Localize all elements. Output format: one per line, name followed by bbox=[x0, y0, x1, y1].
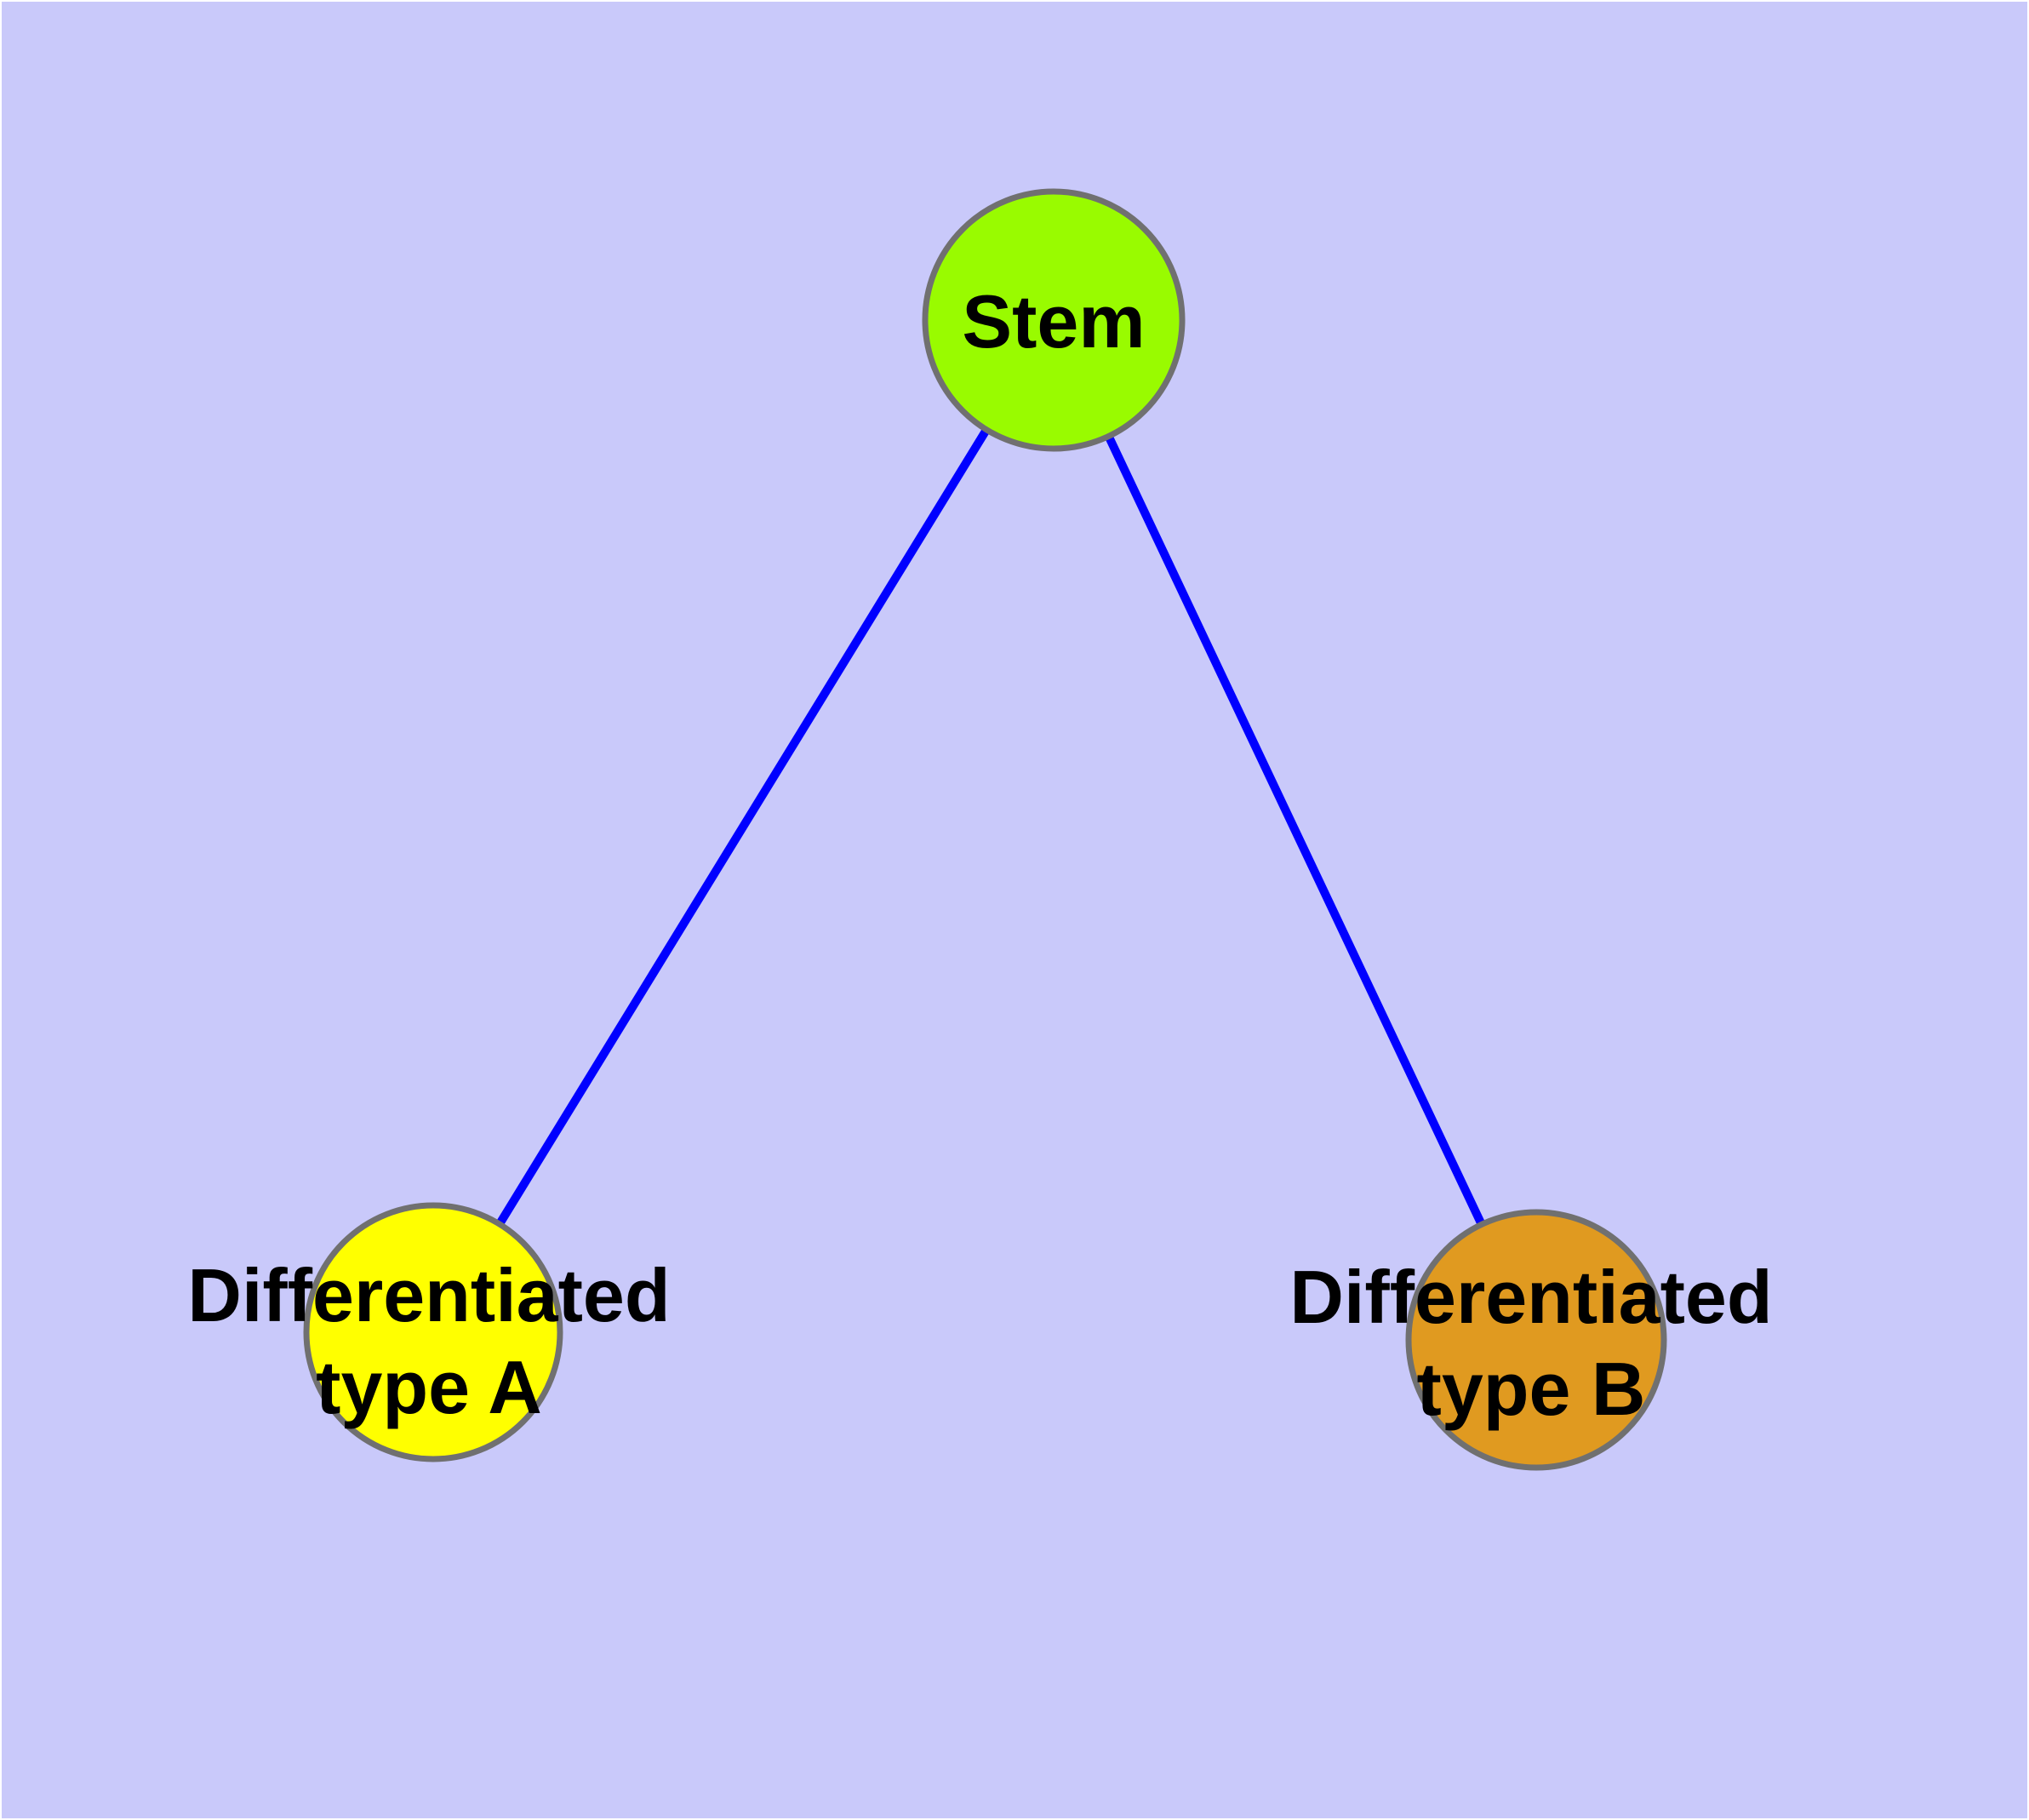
node-type-b-label-line2: type B bbox=[1416, 1347, 1646, 1431]
node-type-a-circle bbox=[303, 1202, 563, 1462]
node-type-a-label-line2: type A bbox=[316, 1345, 542, 1429]
edge-stem-to-type-b bbox=[1049, 318, 1540, 1342]
node-type-a-label: Differentiated type A bbox=[187, 1250, 670, 1434]
node-type-b-circle bbox=[1405, 1209, 1667, 1471]
edge-stem-to-type-a bbox=[429, 318, 1058, 1335]
node-stem-label: Stem bbox=[962, 279, 1146, 363]
node-type-b-label: Differentiated type B bbox=[1289, 1251, 1772, 1435]
node-type-b-label-line1: Differentiated bbox=[1289, 1255, 1773, 1339]
node-type-a-label-line1: Differentiated bbox=[187, 1253, 671, 1337]
node-stem-circle bbox=[922, 188, 1186, 452]
